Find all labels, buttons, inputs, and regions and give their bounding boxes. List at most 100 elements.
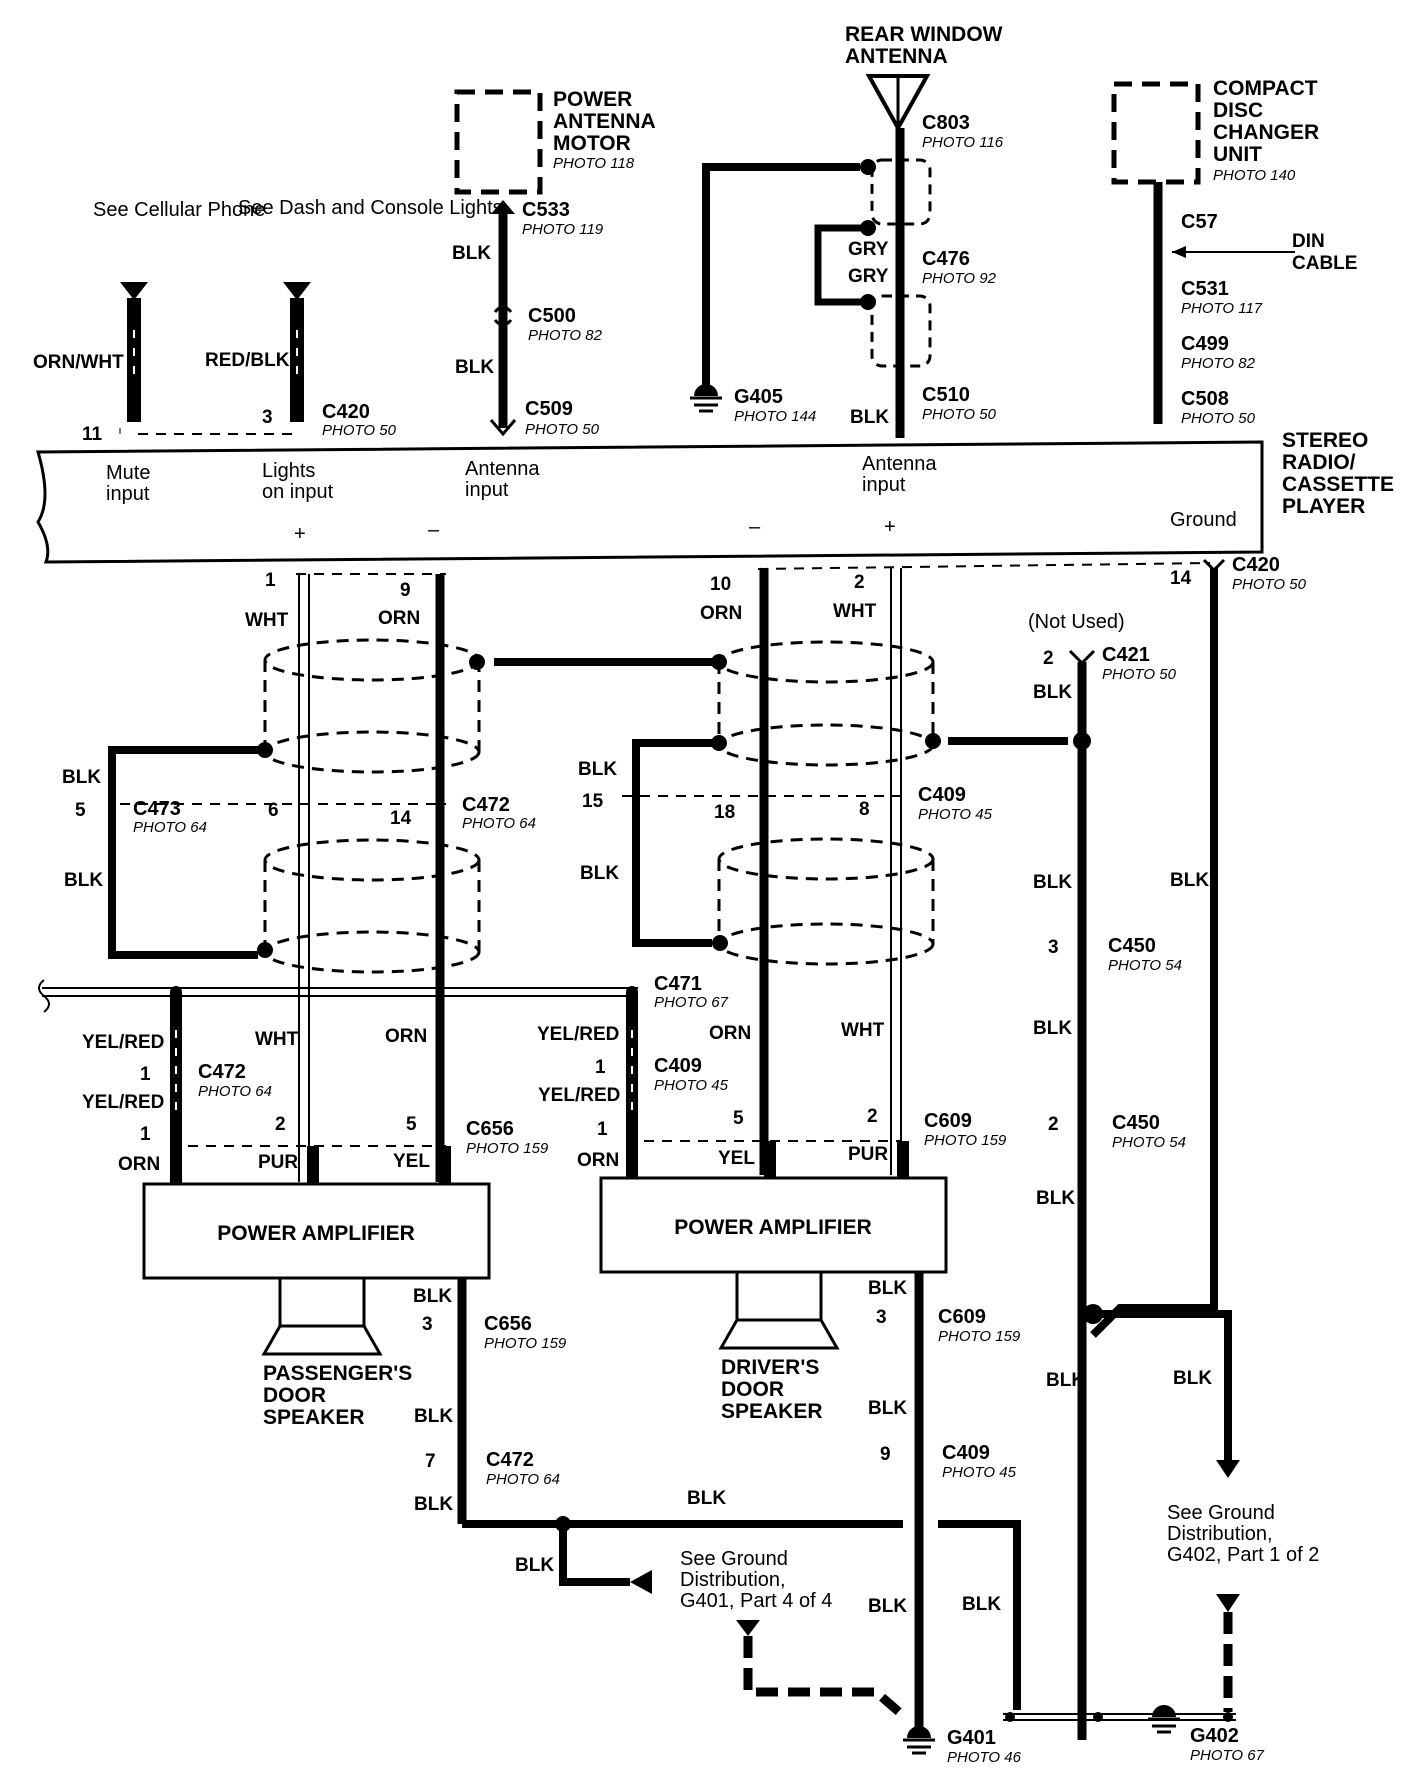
svg-text:+: +	[294, 523, 306, 545]
svg-text:BLK: BLK	[455, 357, 494, 378]
svg-text:PHOTO 45: PHOTO 45	[654, 1077, 729, 1094]
svg-text:PHOTO 50: PHOTO 50	[1102, 666, 1177, 683]
ground-column: 14 C420 PHOTO 50 (Not Used) 2 C421 PHOTO…	[1028, 554, 1319, 1740]
svg-text:PHOTO 159: PHOTO 159	[466, 1140, 549, 1157]
svg-text:BLK: BLK	[1170, 870, 1209, 891]
svg-text:C509: C509	[525, 398, 573, 420]
svg-text:C409: C409	[918, 784, 966, 806]
svg-text:2: 2	[1048, 1114, 1059, 1135]
svg-text:BLK: BLK	[1033, 1018, 1072, 1039]
svg-text:PHOTO 50: PHOTO 50	[322, 422, 397, 439]
svg-text:+: +	[884, 516, 896, 538]
svg-text:3: 3	[1048, 937, 1059, 958]
svg-text:C420: C420	[1232, 554, 1280, 576]
svg-text:2: 2	[1043, 648, 1054, 669]
ground-icon	[907, 1726, 931, 1738]
svg-text:8: 8	[859, 799, 870, 820]
svg-text:G401: G401	[947, 1727, 996, 1749]
svg-text:2: 2	[275, 1114, 286, 1135]
svg-text:9: 9	[400, 580, 411, 601]
svg-text:WHT: WHT	[245, 610, 289, 631]
svg-text:ORN: ORN	[709, 1023, 751, 1044]
svg-text:BLK: BLK	[687, 1488, 726, 1509]
svg-text:YEL/RED: YEL/RED	[82, 1032, 164, 1053]
svg-text:BLK: BLK	[868, 1596, 907, 1617]
svg-text:PHOTO 50: PHOTO 50	[525, 421, 600, 438]
arrow-down-icon	[283, 282, 311, 300]
svg-text:PHOTO 50: PHOTO 50	[1181, 410, 1256, 427]
svg-text:PHOTO 82: PHOTO 82	[1181, 355, 1256, 372]
svg-text:Ground: Ground	[1170, 509, 1237, 531]
pin-label: 3	[262, 407, 273, 428]
svg-text:C409: C409	[654, 1055, 702, 1077]
svg-text:See Cellular Phone: See Cellular Phone	[93, 199, 265, 221]
svg-text:C609: C609	[938, 1306, 986, 1328]
svg-text:C510: C510	[922, 384, 970, 406]
svg-text:3: 3	[876, 1307, 887, 1328]
svg-text:ORN: ORN	[577, 1150, 619, 1171]
svg-text:C609: C609	[924, 1110, 972, 1132]
svg-text:POWER AMPLIFIER: POWER AMPLIFIER	[217, 1222, 415, 1245]
svg-text:PHOTO 119: PHOTO 119	[522, 221, 604, 238]
svg-text:BLK: BLK	[414, 1494, 453, 1515]
svg-text:PHOTO 46: PHOTO 46	[947, 1749, 1022, 1766]
svg-text:BLK: BLK	[452, 243, 491, 264]
svg-text:BLK: BLK	[414, 1406, 453, 1427]
svg-text:G405: G405	[734, 386, 783, 408]
svg-text:14: 14	[1170, 568, 1192, 589]
svg-text:C409: C409	[942, 1442, 990, 1464]
svg-text:BLK: BLK	[1033, 872, 1072, 893]
svg-text:–: –	[749, 516, 761, 538]
svg-text:PHOTO 67: PHOTO 67	[1190, 1747, 1265, 1764]
svg-text:C500: C500	[528, 305, 576, 327]
svg-text:PUR: PUR	[258, 1152, 298, 1173]
svg-text:PHOTO 50: PHOTO 50	[1232, 576, 1307, 593]
svg-text:PHOTO 54: PHOTO 54	[1108, 957, 1182, 974]
svg-text:C472: C472	[198, 1061, 246, 1083]
svg-text:PHOTO 159: PHOTO 159	[924, 1132, 1007, 1149]
passenger-speaker-wiring: 1 9 WHT ORN 5 6 14 C473 PHOTO 64 C472 PH…	[62, 570, 716, 1182]
svg-text:YEL/RED: YEL/RED	[537, 1024, 619, 1045]
svg-text:–: –	[428, 519, 440, 541]
svg-text:5: 5	[733, 1108, 744, 1129]
svg-text:YEL: YEL	[393, 1151, 430, 1172]
svg-text:C421: C421	[1102, 644, 1150, 666]
svg-text:BLK: BLK	[850, 407, 889, 428]
svg-text:1: 1	[140, 1064, 151, 1085]
ground-g402: G402 PHOTO 67	[1148, 1705, 1265, 1764]
svg-text:PHOTO 159: PHOTO 159	[484, 1335, 567, 1352]
svg-text:GRY: GRY	[848, 266, 889, 287]
svg-text:C656: C656	[484, 1313, 532, 1335]
driver-amp-connector: 1 5 2 C609 PHOTO 159 ORN YEL PUR	[577, 1106, 1007, 1171]
ground-g405: G405 PHOTO 144	[690, 384, 816, 425]
svg-text:1: 1	[595, 1057, 606, 1078]
svg-text:BLK: BLK	[1173, 1368, 1212, 1389]
svg-text:PHOTO 54: PHOTO 54	[1112, 1134, 1186, 1151]
svg-text:ORN: ORN	[700, 603, 742, 624]
svg-text:1: 1	[597, 1119, 608, 1140]
svg-text:C531: C531	[1181, 278, 1229, 300]
ground-icon	[1152, 1705, 1176, 1717]
svg-text:PUR: PUR	[848, 1144, 888, 1165]
svg-text:C472: C472	[462, 794, 510, 816]
svg-text:18: 18	[714, 802, 735, 823]
svg-text:1: 1	[140, 1124, 151, 1145]
svg-text:See Dash and Console Lights: See Dash and Console Lights	[238, 197, 503, 219]
svg-text:G402: G402	[1190, 1725, 1239, 1747]
svg-text:C656: C656	[466, 1118, 514, 1140]
svg-text:BLK: BLK	[62, 767, 101, 788]
c471-power-feed: C471 PHOTO 67 YEL/RED YEL/RED 1 C472 PHO…	[38, 973, 729, 1140]
